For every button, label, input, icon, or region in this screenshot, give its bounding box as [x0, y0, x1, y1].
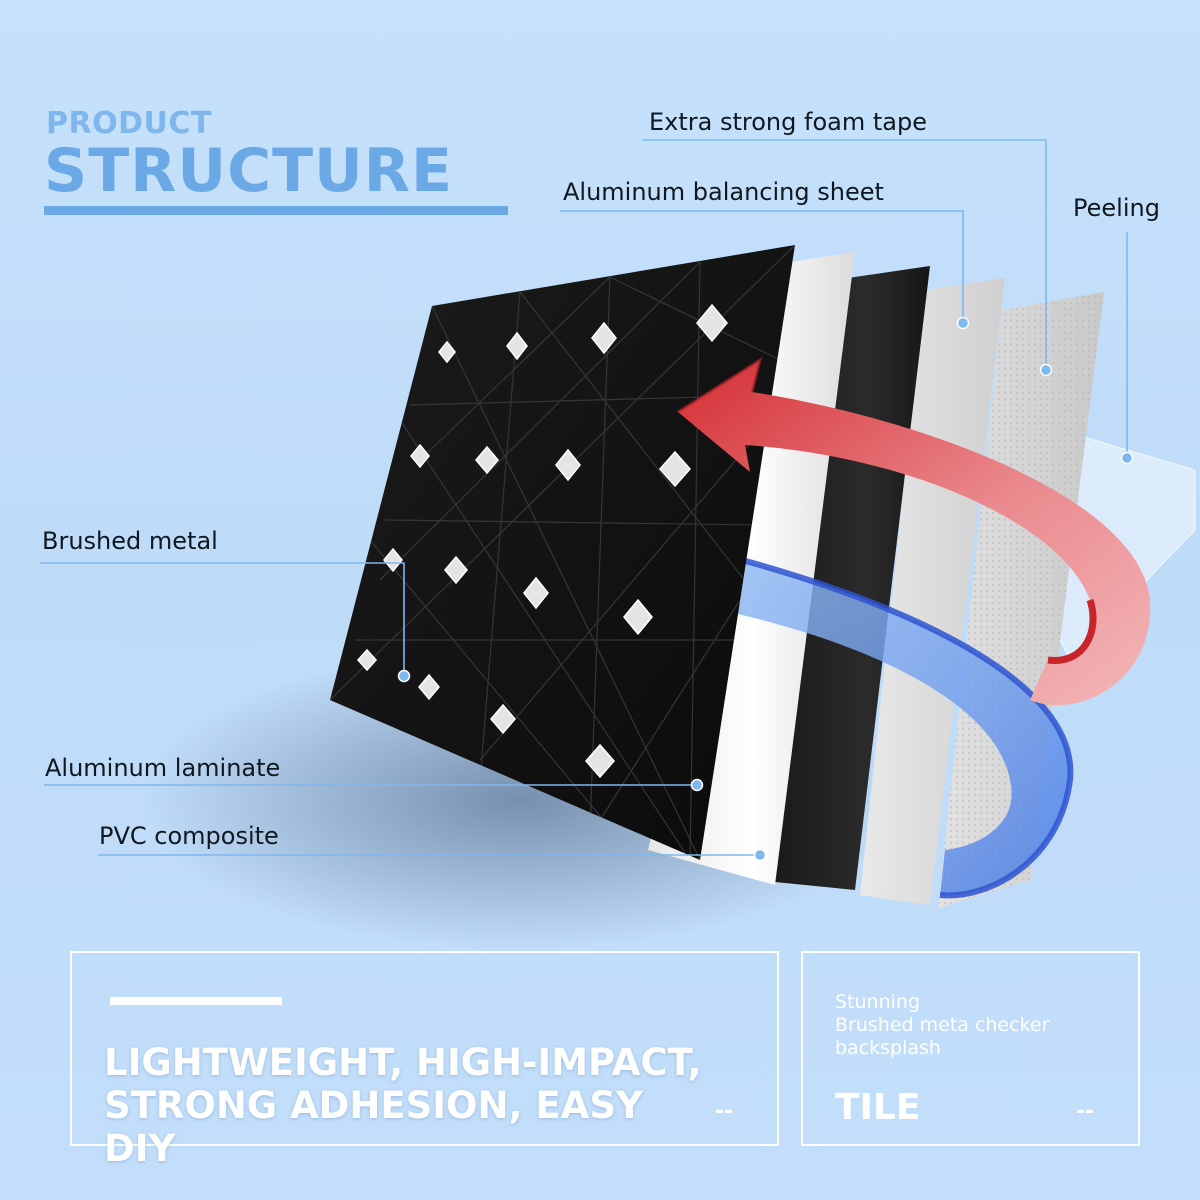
headline-line-1: LIGHTWEIGHT, HIGH-IMPACT,	[104, 1041, 702, 1084]
headline-line-2: STRONG ADHESION, EASY DIY	[104, 1084, 643, 1170]
brushed-metal-tile	[330, 245, 795, 860]
panel-dash: --	[1075, 1099, 1094, 1124]
pvc-layer	[775, 266, 930, 890]
label-foam-tape: Extra strong foam tape	[649, 108, 927, 136]
heading-underline	[44, 206, 508, 215]
leader-dots	[397, 316, 1134, 862]
heading-kicker: PRODUCT	[46, 106, 212, 141]
label-aluminum-laminate: Aluminum laminate	[45, 754, 281, 782]
label-peeling: Peeling	[1073, 194, 1160, 222]
tile-mirror-diamonds	[356, 303, 728, 779]
feature-panel: LIGHTWEIGHT, HIGH-IMPACT, STRONG ADHESIO…	[70, 951, 779, 1170]
desc-line-3: backsplash	[835, 1037, 941, 1059]
desc-line-2: Brushed meta checker	[835, 1014, 1050, 1036]
desc-line-1: Stunning	[835, 991, 921, 1013]
feature-headline: LIGHTWEIGHT, HIGH-IMPACT, STRONG ADHESIO…	[104, 1041, 724, 1170]
leader-lines	[40, 139, 1128, 856]
tile-title: TILE	[835, 1087, 921, 1128]
tile-panel: Stunning Brushed meta checker backsplash…	[801, 951, 1140, 1146]
panel-accent-bar	[110, 997, 282, 1005]
balancing-sheet-layer	[860, 278, 1005, 905]
tile-description: Stunning Brushed meta checker backsplash	[835, 991, 1125, 1060]
panel-dash: --	[714, 1099, 733, 1124]
label-pvc-composite: PVC composite	[99, 822, 279, 850]
label-brushed-metal: Brushed metal	[42, 527, 218, 555]
page-title: STRUCTURE	[44, 136, 453, 206]
blue-arrow	[636, 520, 1071, 896]
label-balancing-sheet: Aluminum balancing sheet	[563, 178, 884, 206]
red-arrow	[678, 360, 1151, 706]
